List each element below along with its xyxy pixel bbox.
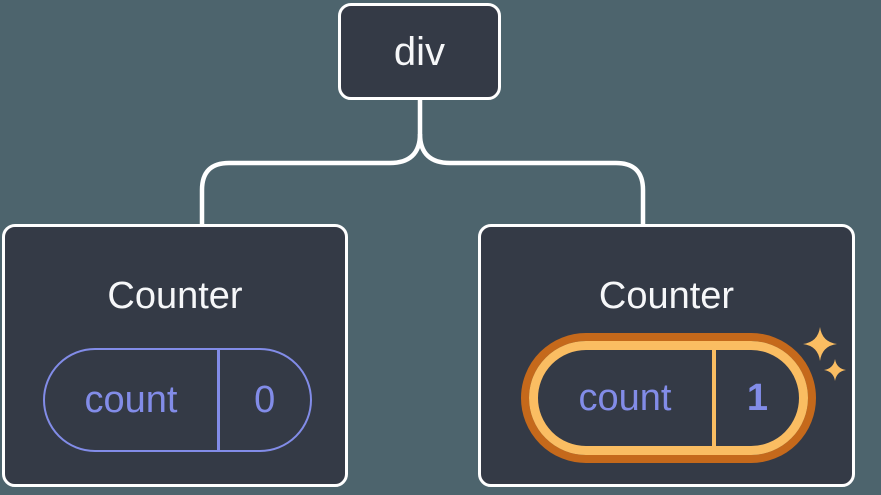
counter-card-left: Counter count 0: [2, 224, 348, 487]
card-title: Counter: [598, 275, 735, 317]
sparkles-icon: [803, 327, 846, 381]
card-title: Counter: [107, 275, 243, 317]
highlight-ring: count 1: [521, 333, 816, 463]
state-pill: count 0: [43, 348, 312, 452]
pill-divider: [217, 350, 220, 450]
connector-branch-right: [417, 133, 646, 226]
sparkle-large: [803, 327, 837, 361]
root-node: div: [338, 3, 501, 100]
state-value: 1: [746, 376, 769, 419]
state-pill-highlighted: count 1: [529, 341, 808, 455]
state-key-label: count: [578, 376, 672, 419]
root-node-label: div: [393, 29, 446, 74]
pill-divider: [712, 350, 716, 446]
state-value: 0: [254, 378, 276, 421]
connector-branch-left: [199, 98, 423, 226]
state-key-label: count: [84, 378, 178, 421]
counter-card-right: Counter count 1: [478, 224, 855, 487]
sparkle-small: [824, 359, 846, 381]
